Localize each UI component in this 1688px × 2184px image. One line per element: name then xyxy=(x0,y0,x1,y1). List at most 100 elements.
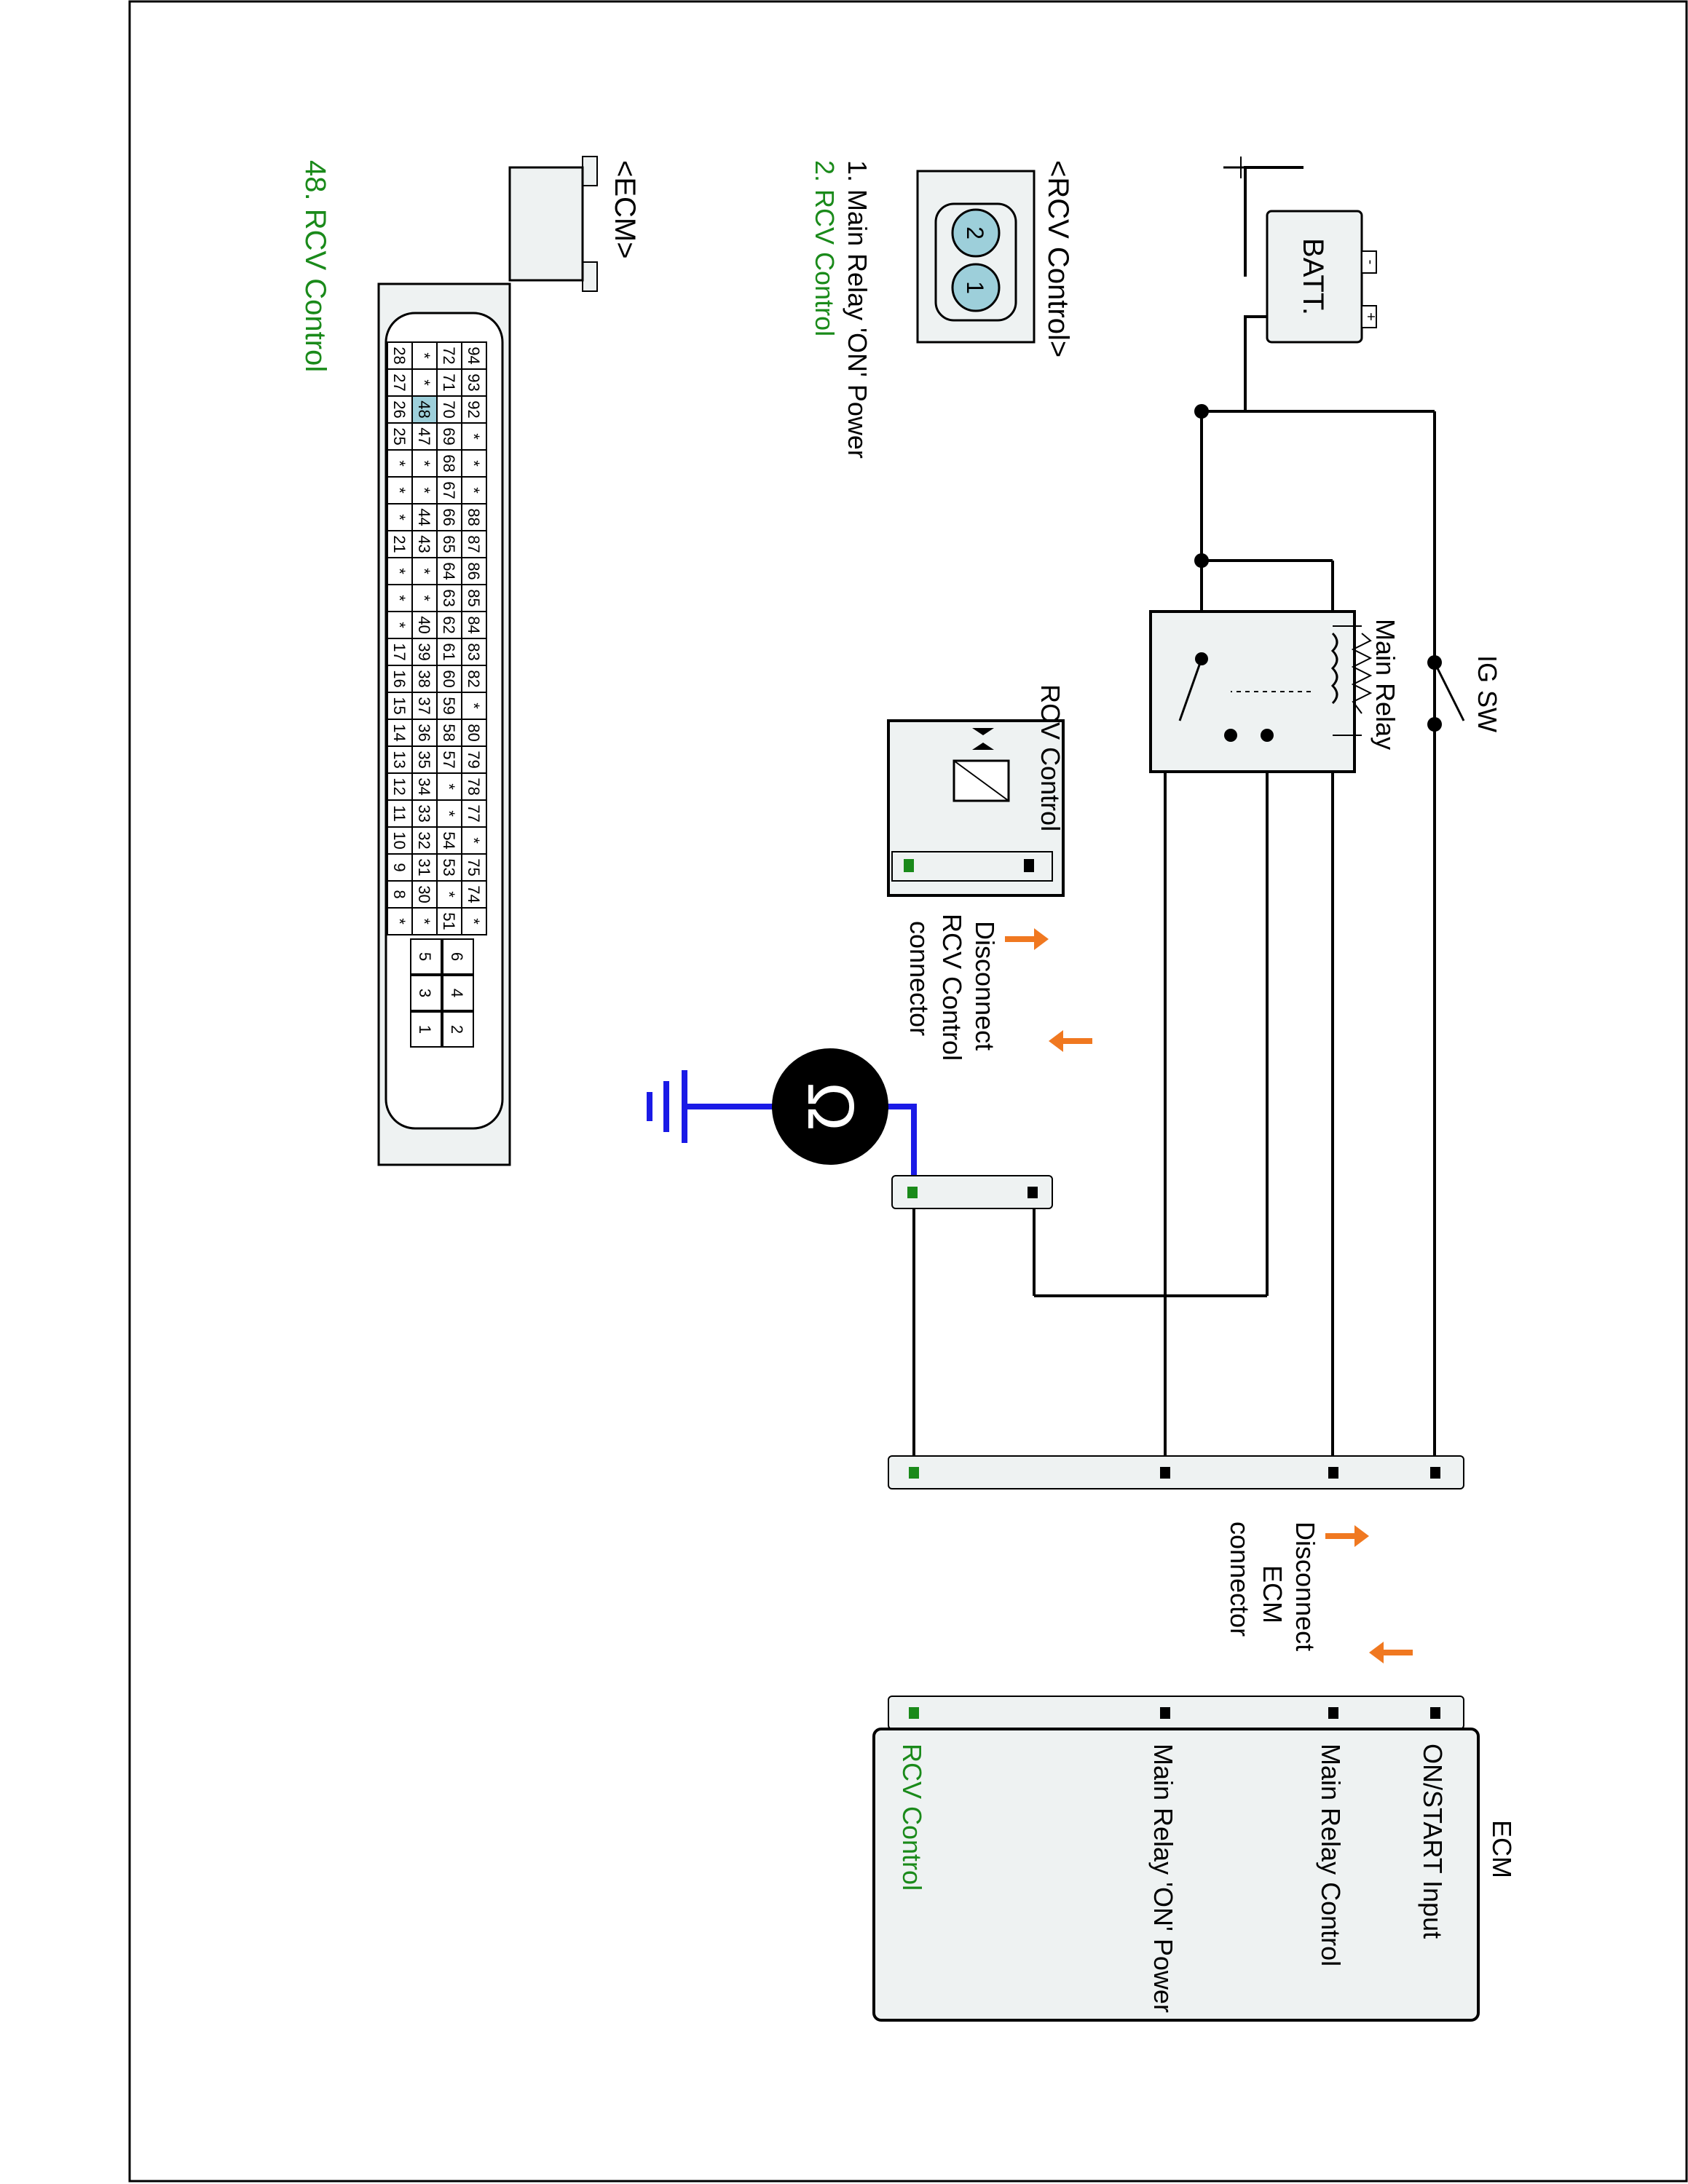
ecm-lower-pin-label: * xyxy=(415,352,433,359)
ecm-lower-pin-label: * xyxy=(390,487,409,494)
ecm-lower-pin-label: 40 xyxy=(415,616,433,633)
ecm-block-pin-label: 5 xyxy=(416,952,434,961)
ecm-upper-pin-label: * xyxy=(440,891,458,898)
ecm-upper-pin-label: 66 xyxy=(440,508,458,526)
ecm-block-cell xyxy=(410,975,442,1011)
ecm-block-cell xyxy=(410,938,442,975)
ecm-upper-pin-label: 87 xyxy=(465,535,483,553)
ecm-lower-pin-label: 12 xyxy=(390,778,409,795)
junction-dots xyxy=(1194,404,1209,568)
main-relay-label: Main Relay xyxy=(1370,619,1400,750)
ecm-lower-cell xyxy=(387,907,413,935)
ig-switch: IG SW xyxy=(1427,655,1502,732)
batt-minus: - xyxy=(1362,260,1379,265)
ecm-lower-pin-label: 8 xyxy=(390,890,409,898)
ecm-upper-pin-label: 67 xyxy=(440,481,458,499)
ecm-upper-pin-label: 77 xyxy=(465,804,483,822)
ecm-lower-pin-label: 43 xyxy=(415,535,433,553)
ecm-lower-pin-label: * xyxy=(390,918,409,925)
ecm-highlight-label: 48. RCV Control xyxy=(299,160,331,372)
ecm-block-pin-label: 6 xyxy=(448,952,466,961)
ecm-upper-pin-label: 69 xyxy=(440,427,458,445)
ig-sw-label: IG SW xyxy=(1472,655,1502,732)
ecm-disconnect-connector xyxy=(888,1455,1464,1489)
ecm-upper-pin-label: 54 xyxy=(440,831,458,849)
ecm-lower-pin-label: 11 xyxy=(390,805,409,822)
ecm-upper-pin-label: 71 xyxy=(440,373,458,391)
ecm-lower-pin-label: * xyxy=(390,622,409,628)
rcv-disconnect-connector xyxy=(891,1175,1053,1209)
ecm-lower-pin-label: 16 xyxy=(390,670,409,687)
ecm-upper-pin-label: * xyxy=(465,918,483,925)
ecm-lower-pin-label: 38 xyxy=(415,670,433,687)
ecm-upper-pin-label: 78 xyxy=(465,778,483,795)
ecm-pin-rcv-control: RCV Control xyxy=(897,1744,927,1891)
ecm-lower-pin-label: 15 xyxy=(390,697,409,714)
ecm-upper-pin-label: 84 xyxy=(465,616,483,633)
ecm-upper-pin-label: 74 xyxy=(465,885,483,903)
ecm-lower-pin-label: 13 xyxy=(390,751,409,768)
ecm-lower-pin-label: * xyxy=(415,568,433,574)
disconnect-ecm-note: Disconnect ECM connector xyxy=(1225,1522,1413,1663)
ecm-lower-pin-label: 31 xyxy=(415,858,433,876)
batt-label: BATT. xyxy=(1297,238,1329,315)
ecm-upper-pin-label: 88 xyxy=(465,508,483,526)
ecm-lower-pin-label: * xyxy=(415,595,433,601)
ecm-lower-pin-label: * xyxy=(415,487,433,494)
ecm-lower-pin-label: 25 xyxy=(390,427,409,445)
rcv-control-unit: RCV Control xyxy=(887,684,1065,897)
ecm-upper-pin-label: * xyxy=(465,703,483,709)
ecm-lower-pin-label: 27 xyxy=(390,373,409,391)
rcv-pin-list-1: 1. Main Relay 'ON' Power xyxy=(843,160,872,459)
ecm-upper-pin-label: 85 xyxy=(465,589,483,606)
ecm-upper-pin-label: 92 xyxy=(465,400,483,418)
ecm-lower-pin-label: 26 xyxy=(390,400,409,418)
ecm-lower-pin-label: * xyxy=(415,918,433,925)
ecm-upper-pin-label: 63 xyxy=(440,589,458,606)
ecm-upper-pin-label: 86 xyxy=(465,562,483,579)
rcv-pin-list-2: 2. RCV Control xyxy=(810,160,840,336)
ecm-upper-pin-label: 80 xyxy=(465,724,483,741)
ecm-upper-pin-label: 61 xyxy=(440,643,458,660)
ecm-upper-pin-label: 79 xyxy=(465,751,483,768)
ecm-upper-pin-label: * xyxy=(465,837,483,844)
rcv-control-unit-label: RCV Control xyxy=(1036,684,1065,831)
ecm-upper-pin-label: 82 xyxy=(465,670,483,687)
ecm-block-cell xyxy=(442,1011,474,1048)
ecm-lower-pin-label: 30 xyxy=(415,885,433,903)
ecm-lower-pin-label: * xyxy=(390,514,409,521)
ecm-lower-pin-label: 33 xyxy=(415,804,433,822)
rcv-pin-2: 2 xyxy=(962,226,988,240)
ecm-lower-pin-label: * xyxy=(390,460,409,467)
ecm-block-pin-label: 3 xyxy=(416,989,434,997)
ecm-title: ECM xyxy=(1487,1820,1517,1878)
ecm-upper-pin-label: 70 xyxy=(440,400,458,418)
ecm-connector-title: <ECM> xyxy=(609,160,641,259)
ecm-lower-pin-label: 35 xyxy=(415,751,433,768)
ecm-box: ECM ON/START Input Main Relay Control Ma… xyxy=(872,1696,1517,2022)
ecm-lower-pin-label: 47 xyxy=(415,427,433,445)
ecm-lower-pin-label: * xyxy=(390,568,409,574)
ecm-block-pin-label: 2 xyxy=(448,1025,466,1034)
ecm-lower-pin-label: 48 xyxy=(415,400,433,418)
ecm-connector-face: <ECM> 949392***88878685848382*80797877*7… xyxy=(299,156,641,1166)
ecm-lower-pin-label: 34 xyxy=(415,778,433,795)
ecm-lower-pin-label: 21 xyxy=(390,535,409,553)
ecm-upper-pin-label: * xyxy=(465,460,483,467)
disconnect-ecm-line3: connector xyxy=(1225,1522,1255,1637)
ecm-lower-pin-label: 14 xyxy=(390,724,409,741)
ecm-upper-pin-label: 94 xyxy=(465,347,483,364)
disconnect-rcv-line2: RCV Control xyxy=(937,914,967,1061)
batt-plus: + xyxy=(1362,312,1379,321)
ecm-lower-pin-label: 39 xyxy=(415,643,433,660)
ecm-block-pin-label: 4 xyxy=(448,989,466,997)
ecm-lower-pin-label: 10 xyxy=(390,831,409,849)
ohm-symbol: Ω xyxy=(794,1082,867,1131)
rcv-connector-title: <RCV Control> xyxy=(1042,160,1074,357)
rcv-pin-1: 1 xyxy=(962,281,988,294)
ecm-upper-pin-label: 62 xyxy=(440,616,458,633)
ecm-lower-pin-label: 32 xyxy=(415,831,433,849)
ecm-lower-pin-label: 37 xyxy=(415,697,433,714)
ecm-upper-pin-label: 68 xyxy=(440,454,458,472)
ecm-block-cell xyxy=(442,938,474,975)
